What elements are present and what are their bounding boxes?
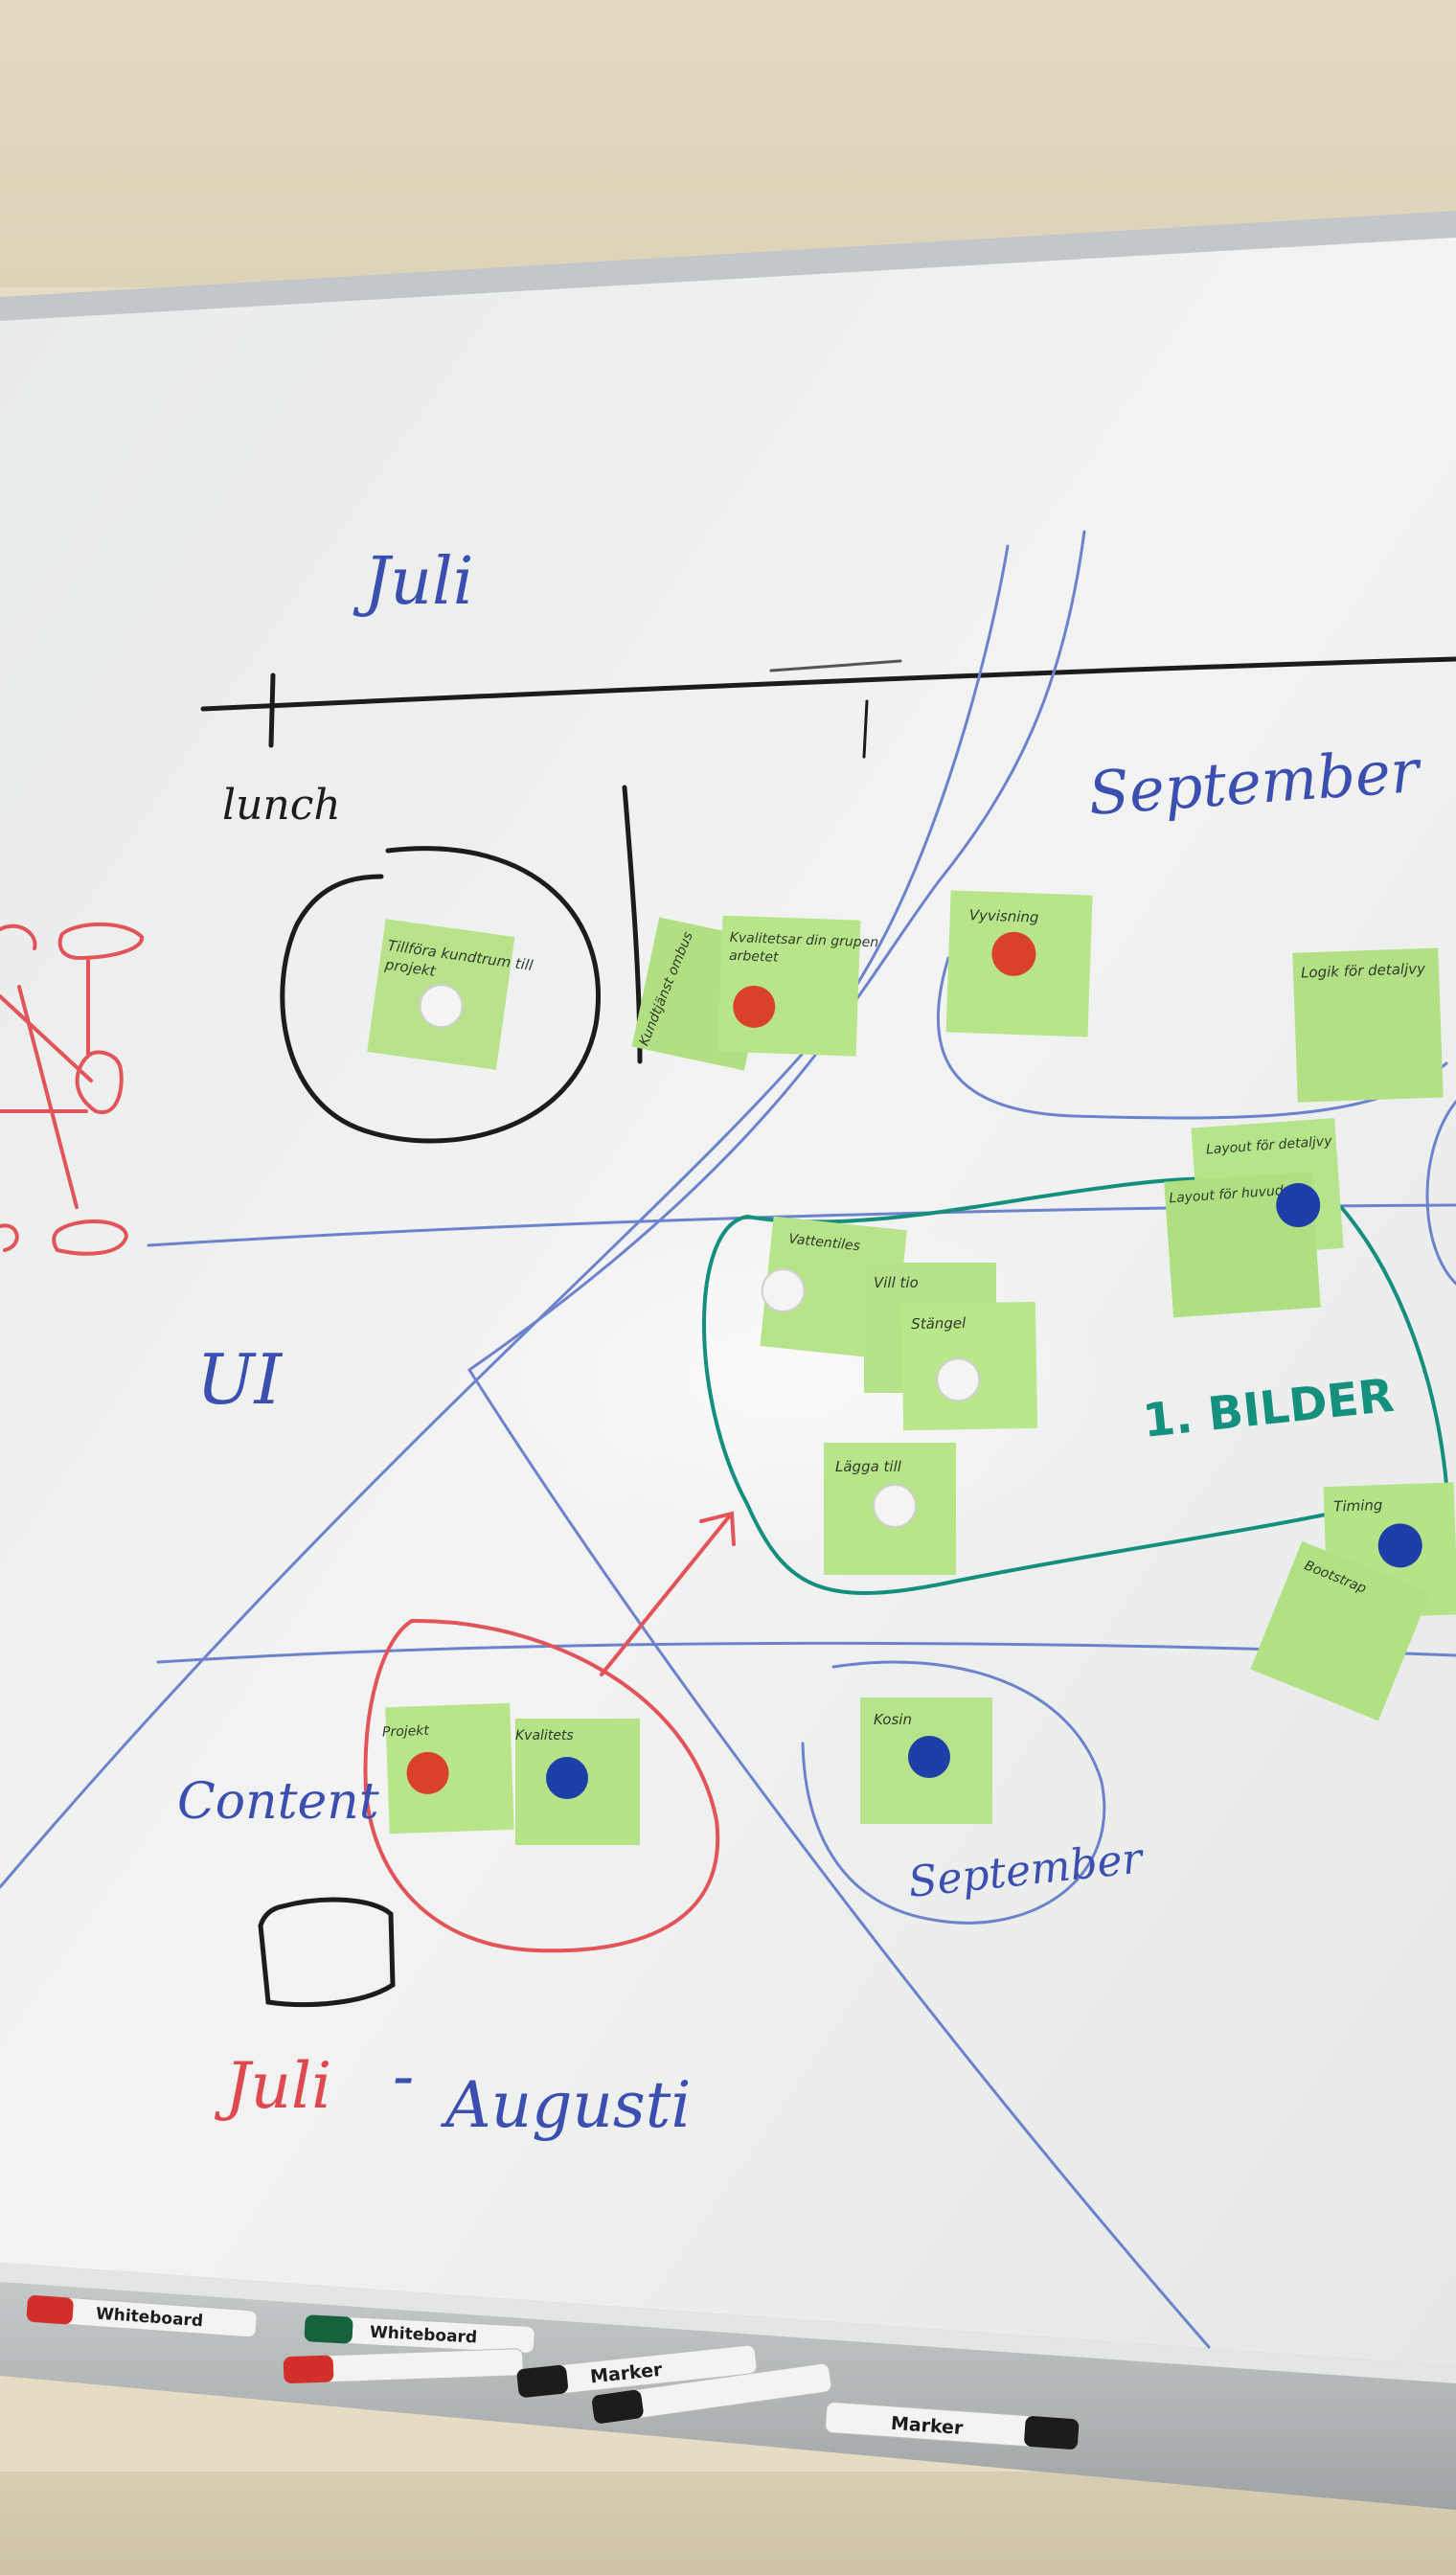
- magnet-red[interactable]: [991, 931, 1037, 977]
- magnet-white[interactable]: [418, 982, 466, 1030]
- diagonal-line-1: [0, 544, 1010, 1889]
- svg-text:Vill tio: Vill tio: [874, 1274, 919, 1291]
- diagonal-line-2: [467, 530, 1086, 1372]
- svg-text:Kvalitetsar din grupen: Kvalitetsar din grupen: [729, 930, 878, 950]
- svg-text:Stängel: Stängel: [911, 1314, 967, 1333]
- svg-text:Vyvisning: Vyvisning: [968, 906, 1038, 926]
- timeline-line: [200, 656, 1456, 712]
- magnet-white[interactable]: [936, 1357, 981, 1402]
- magnet-blue[interactable]: [546, 1757, 588, 1799]
- magnet-blue[interactable]: [1275, 1181, 1322, 1228]
- content-circle: [363, 1618, 720, 1953]
- sticky-note[interactable]: [1292, 947, 1444, 1103]
- svg-text:arbetet: arbetet: [729, 948, 779, 966]
- month-juli-label: Juli: [353, 544, 474, 620]
- black-square: [258, 1897, 396, 2008]
- ui-label: UI: [196, 1339, 284, 1420]
- sticky-note[interactable]: [385, 1702, 514, 1834]
- marker-red-1[interactable]: Whiteboard: [26, 2294, 258, 2338]
- red-network: [0, 922, 144, 1256]
- marker-green[interactable]: Whiteboard: [304, 2314, 535, 2354]
- bilder-loop: [702, 1176, 1449, 1595]
- svg-text:Kosin: Kosin: [874, 1711, 912, 1728]
- augusti-label: Augusti: [440, 2068, 691, 2142]
- red-arrow: [600, 1514, 732, 1676]
- triangle-right: [467, 1368, 1211, 2349]
- magnet-red[interactable]: [732, 985, 776, 1029]
- magnet-blue[interactable]: [908, 1736, 950, 1778]
- magnet-white[interactable]: [873, 1484, 917, 1528]
- wall-bottom: [0, 2472, 1456, 2575]
- marker-black-3[interactable]: Marker: [825, 2402, 1080, 2450]
- magnet-red[interactable]: [406, 1751, 450, 1795]
- content-label: Content: [177, 1773, 379, 1831]
- markers: Whiteboard Whiteboard Marker Marker: [26, 2294, 1080, 2450]
- marker-red-2[interactable]: [283, 2348, 524, 2384]
- dash-label: -: [393, 2039, 414, 2113]
- svg-text:Marker: Marker: [890, 2413, 964, 2439]
- svg-text:Vattentiles: Vattentiles: [787, 1231, 860, 1254]
- lunch-circle: [280, 846, 601, 1144]
- sticky-notes: Tillföra kundtrum till projekt Kundtjäns…: [367, 890, 1456, 1845]
- svg-text:Logik för detaljvy: Logik för detaljvy: [1301, 960, 1427, 982]
- svg-text:Timing: Timing: [1333, 1496, 1383, 1515]
- september-loop: [936, 956, 1448, 1120]
- svg-text:Lägga till: Lägga till: [835, 1458, 902, 1475]
- marker-black-2[interactable]: [591, 2362, 832, 2425]
- marker-black-1[interactable]: Marker: [516, 2344, 758, 2399]
- magnet-blue[interactable]: [1377, 1523, 1423, 1569]
- magnet-white[interactable]: [760, 1267, 806, 1313]
- september-circle: [801, 1660, 1106, 1925]
- sticky-note[interactable]: [1250, 1540, 1430, 1721]
- svg-text:Projekt: Projekt: [382, 1723, 430, 1741]
- lunch-label: lunch: [222, 781, 341, 830]
- juli-red-label: Juli: [214, 2049, 331, 2123]
- svg-text:Kvalitets: Kvalitets: [515, 1728, 574, 1743]
